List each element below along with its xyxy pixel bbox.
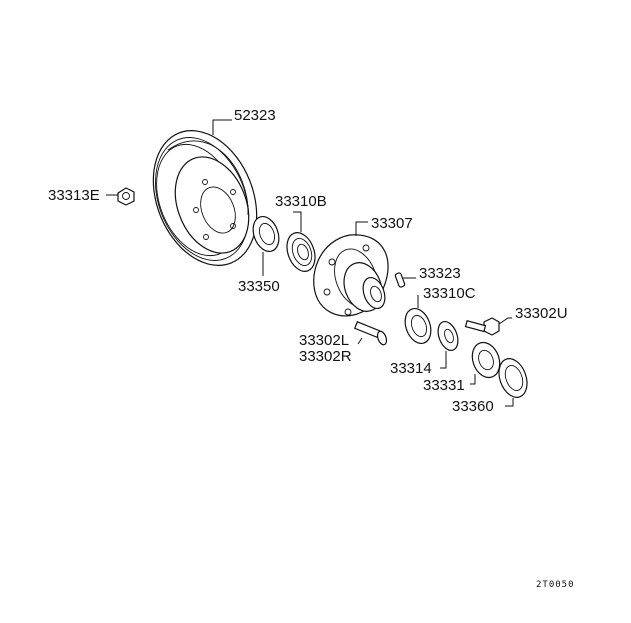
hub-cap[interactable] [494, 355, 532, 401]
label-washer: 33314 [390, 360, 432, 377]
label-gasket: 33331 [423, 377, 465, 394]
lock-washer[interactable] [434, 319, 461, 353]
label-hub: 33307 [371, 215, 413, 232]
label-cap: 33360 [452, 398, 494, 415]
label-outer-bearing: 33310C [423, 285, 476, 302]
brake-drum[interactable] [134, 115, 275, 281]
inner-seal[interactable] [249, 213, 284, 255]
leader-lines [106, 119, 514, 407]
inner-bearing[interactable] [282, 229, 320, 275]
hub-bolt[interactable] [353, 321, 388, 346]
label-inner-seal: 33350 [238, 278, 280, 295]
gasket[interactable] [468, 339, 505, 382]
outer-bearing[interactable] [401, 305, 436, 347]
drawing-code: 2T0050 [536, 580, 575, 590]
hub-bolt-u[interactable] [464, 317, 500, 336]
label-inner-bearing: 33310B [275, 193, 327, 210]
label-pin: 33323 [419, 265, 461, 282]
wheel-nut[interactable] [117, 187, 135, 206]
label-hub-bolt-l: 33302L [299, 332, 349, 349]
label-hub-bolt-r: 33302R [299, 348, 352, 365]
label-nut: 33313E [48, 187, 100, 204]
label-bolt-u: 33302U [515, 305, 568, 322]
wheel-hub[interactable] [313, 234, 389, 317]
label-drum: 52323 [234, 107, 276, 124]
pin[interactable] [394, 272, 406, 288]
